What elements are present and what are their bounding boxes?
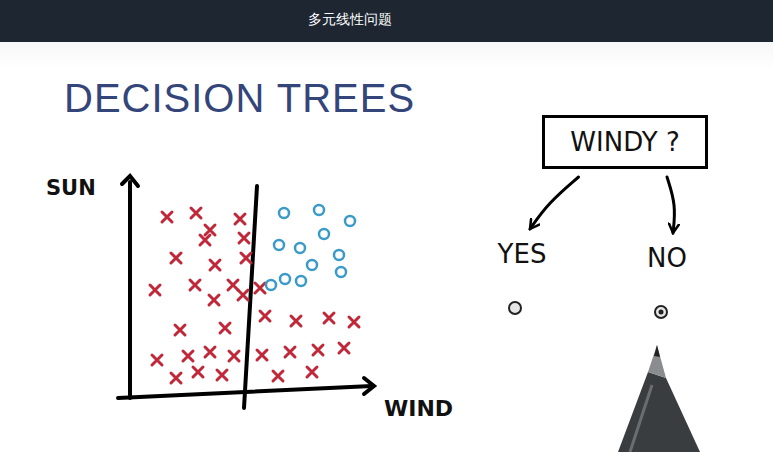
red-cross [291,316,301,326]
red-crosses [150,208,359,383]
y-axis [128,182,132,398]
decision-box: WINDY ? [542,115,708,169]
red-cross [349,317,359,327]
red-cross [191,208,201,218]
branch-arrow [530,177,579,229]
blue-circle [279,208,289,218]
red-cross [239,233,249,243]
red-cross [307,367,317,377]
blue-circle [274,240,284,250]
y-axis-arrowhead [122,176,138,186]
red-cross [257,350,267,360]
red-cross [235,214,245,224]
blue-circle [307,260,317,270]
x-axis-arrowhead [364,378,374,394]
red-cross [162,212,172,222]
red-cross [190,280,200,290]
red-cross [150,285,160,295]
red-cross [228,280,238,290]
blue-circle [266,280,276,290]
leaf-dot [509,302,521,314]
red-cross [171,253,181,263]
red-cross [200,235,210,245]
blue-circle [314,205,324,215]
pen-point [654,345,660,357]
blue-circle [280,274,290,284]
blue-circle [295,243,305,253]
leaf-dot [659,310,664,315]
pen-highlight [630,385,652,452]
blue-circle [334,250,344,260]
red-cross [339,343,349,353]
branch-label: NO [640,239,694,277]
red-cross [220,323,230,333]
red-cross [255,283,265,293]
node-text: NO [647,243,687,273]
red-cross [229,351,239,361]
blue-circle [296,276,306,286]
red-cross [273,371,283,381]
page-title: 多元线性问题 [0,0,700,42]
branch-label: YES [491,235,554,273]
red-cross [171,373,181,383]
red-cross [241,253,251,263]
leaf-dot [655,306,667,318]
red-cross [183,351,193,361]
blue-circle [319,229,329,239]
red-cross [238,290,248,300]
diagram-heading: DECISION TREES [64,76,415,121]
node-text: WINDY ? [570,127,679,157]
red-cross [193,367,203,377]
red-cross [175,325,185,335]
branch-arrow [667,177,674,233]
red-cross [205,347,215,357]
pen-body [618,372,700,452]
red-cross [209,295,219,305]
red-cross [260,311,270,321]
red-cross [313,345,323,355]
red-cross [217,370,227,380]
red-cross [152,355,162,365]
pen-tip [648,345,666,378]
blue-circles [266,205,355,290]
blue-circle [336,267,346,277]
red-cross [210,260,220,270]
node-text: YES [498,239,547,269]
red-cross [285,347,295,357]
axis-label: WIND [384,396,453,421]
red-cross [324,313,334,323]
axis-label: SUN [46,176,96,200]
blue-circle [345,216,355,226]
